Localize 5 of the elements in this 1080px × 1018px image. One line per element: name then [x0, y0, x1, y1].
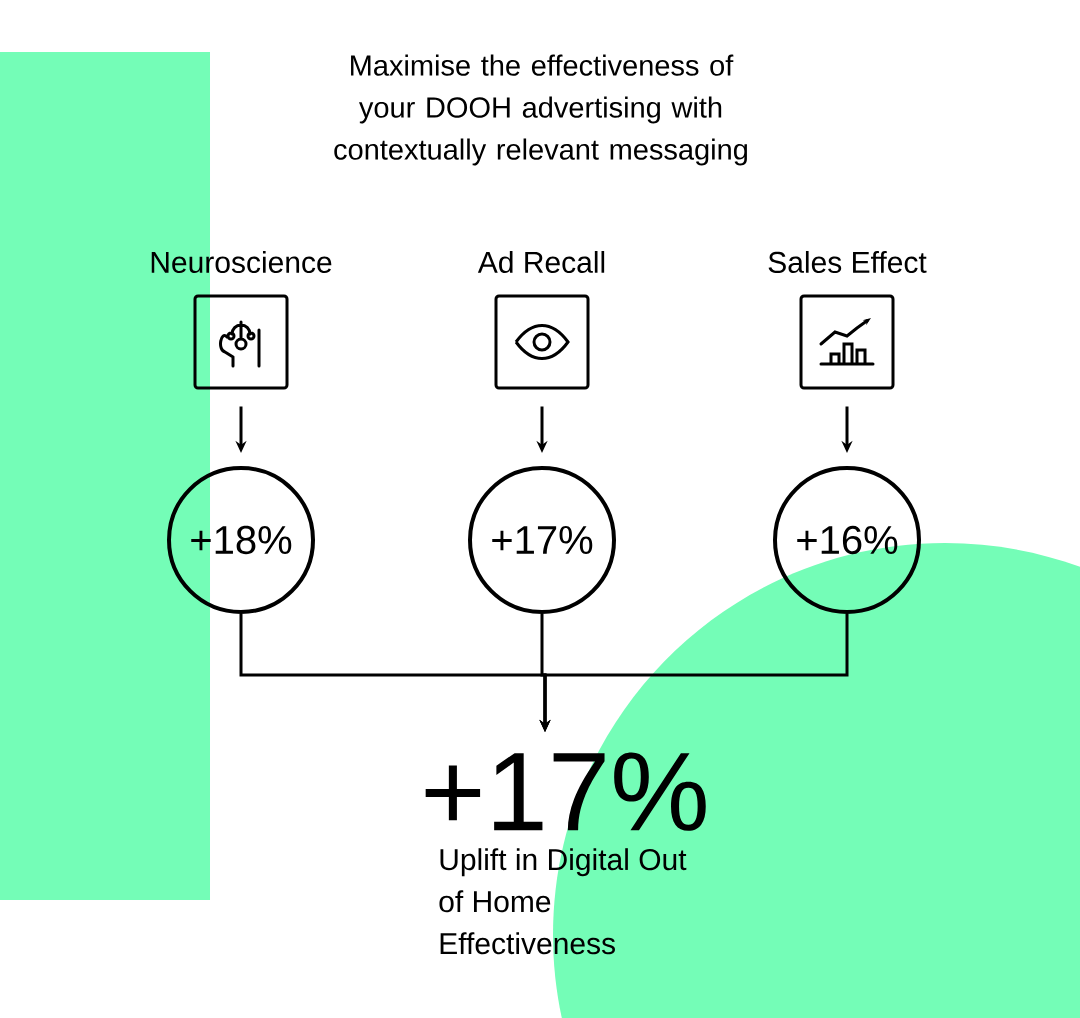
- result-text: +17% Uplift in Digital Out of Home Effectiveness: [425, 752, 706, 955]
- category-heading: Sales Effect: [768, 251, 927, 273]
- category-heading: Ad Recall: [477, 251, 605, 273]
- category-heading: Neuroscience: [151, 251, 332, 273]
- title: Maximise the effectiveness of your DOOH advertising with contextually relevant messaging: [334, 54, 747, 166]
